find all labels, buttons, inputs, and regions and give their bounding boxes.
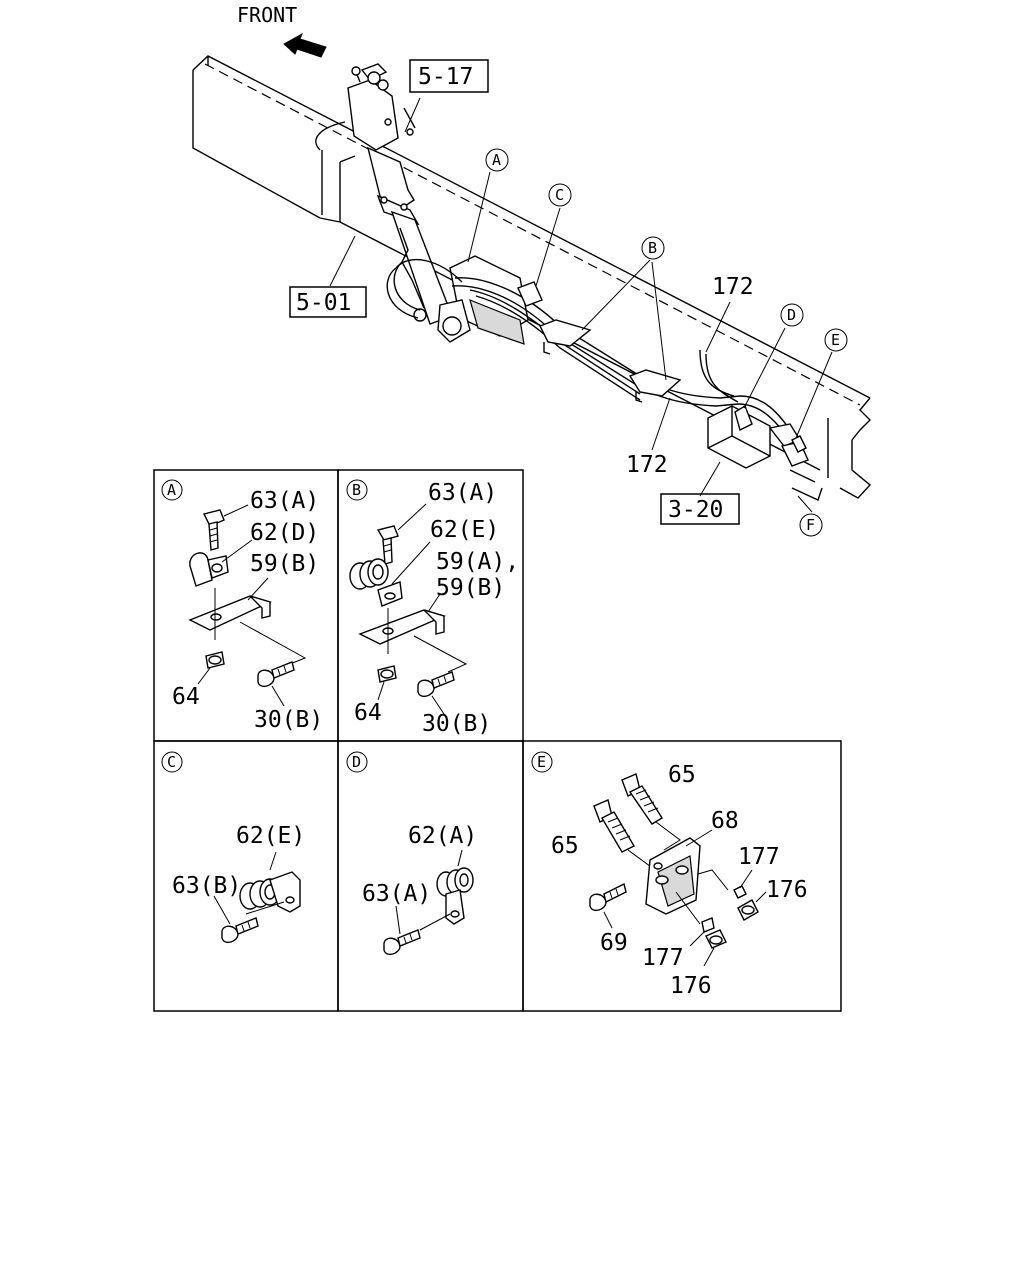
ref-box-5-01 bbox=[289, 286, 367, 318]
detail-b-59a-label: 59(A), bbox=[436, 549, 519, 575]
detail-b-badge: B bbox=[352, 481, 361, 499]
detail-a-63-label: 63(A) bbox=[250, 488, 319, 514]
front-arrow-icon bbox=[283, 32, 327, 58]
detail-c-62-label: 62(E) bbox=[236, 823, 305, 849]
callout-d-circle bbox=[780, 303, 804, 327]
pipe-bracket-a bbox=[386, 255, 529, 345]
ref-3-20-label: 3-20 bbox=[668, 497, 723, 523]
callout-e-circle bbox=[824, 328, 848, 352]
callout-a-label: A bbox=[492, 151, 501, 169]
valve-box bbox=[707, 404, 771, 469]
detail-e-69-label: 69 bbox=[600, 930, 628, 956]
pipe-clamps bbox=[517, 281, 682, 403]
detail-e-176-bottom-label: 176 bbox=[670, 973, 712, 999]
detail-e-badge-circle bbox=[531, 751, 553, 773]
callout-f-circle bbox=[799, 513, 823, 537]
detail-e-65-left-label: 65 bbox=[551, 833, 579, 859]
detail-e-177-top-label: 177 bbox=[738, 844, 780, 870]
callout-c-circle bbox=[548, 183, 572, 207]
detail-d-63-label: 63(A) bbox=[362, 881, 431, 907]
part-172-top-label: 172 bbox=[712, 274, 754, 300]
detail-c-63-label: 63(B) bbox=[172, 873, 241, 899]
detail-d-62-label: 62(A) bbox=[408, 823, 477, 849]
ref-5-17-label: 5-17 bbox=[418, 64, 473, 90]
detail-b-30-label: 30(B) bbox=[422, 711, 491, 737]
callout-c-label: C bbox=[555, 186, 564, 204]
valve-bracket bbox=[347, 63, 420, 226]
fittings-e bbox=[768, 423, 823, 501]
callout-d-label: D bbox=[787, 306, 796, 324]
detail-c: C 62(E) 63(B) bbox=[161, 751, 305, 944]
ref-box-5-17 bbox=[409, 59, 489, 93]
part-172-bottom-label: 172 bbox=[626, 452, 668, 478]
detail-e-frame bbox=[522, 740, 842, 1012]
detail-a-59-label: 59(B) bbox=[250, 551, 319, 577]
detail-a-62-label: 62(D) bbox=[250, 520, 319, 546]
callout-b-label: B bbox=[648, 239, 657, 257]
main-assembly-view: 5-17 5-01 3-20 172 172 A C B D E F bbox=[192, 55, 872, 537]
callout-a-circle bbox=[485, 148, 509, 172]
detail-d-frame bbox=[337, 740, 524, 1012]
detail-panels bbox=[153, 469, 842, 1012]
detail-a-badge-circle bbox=[161, 479, 183, 501]
leader-lines bbox=[329, 97, 833, 513]
detail-d: D 62(A) 63(A) bbox=[346, 751, 477, 956]
detail-b-59b-label: 59(B) bbox=[436, 575, 505, 601]
detail-d-badge-circle bbox=[346, 751, 368, 773]
detail-d-badge: D bbox=[352, 753, 361, 771]
detail-b-badge-circle bbox=[346, 479, 368, 501]
detail-a-64-label: 64 bbox=[172, 684, 200, 710]
detail-b-63-label: 63(A) bbox=[428, 480, 497, 506]
callout-b-circle bbox=[641, 236, 665, 260]
detail-a-badge: A bbox=[167, 481, 176, 499]
ref-box-3-20 bbox=[660, 493, 740, 525]
callout-e-label: E bbox=[831, 331, 840, 349]
detail-b-62-label: 62(E) bbox=[430, 517, 499, 543]
front-label: FRONT bbox=[237, 3, 297, 27]
detail-a: A 63(A) 62(D) 59(B) 64 30(B) bbox=[161, 479, 323, 733]
detail-a-30-label: 30(B) bbox=[254, 707, 323, 733]
detail-e-badge: E bbox=[537, 753, 546, 771]
detail-b-64-label: 64 bbox=[354, 700, 382, 726]
detail-e-68-label: 68 bbox=[711, 808, 739, 834]
detail-c-badge: C bbox=[167, 753, 176, 771]
detail-b: B 63(A) 62(E) 59(A), 59(B) 64 3 bbox=[346, 479, 519, 737]
ref-5-01-label: 5-01 bbox=[296, 290, 351, 316]
detail-e-176-top-label: 176 bbox=[766, 877, 808, 903]
detail-e: E 65 65 bbox=[531, 751, 808, 999]
detail-e-65-top-label: 65 bbox=[668, 762, 696, 788]
detail-c-badge-circle bbox=[161, 751, 183, 773]
detail-e-177-bottom-label: 177 bbox=[642, 945, 684, 971]
callout-f-label: F bbox=[806, 516, 815, 534]
